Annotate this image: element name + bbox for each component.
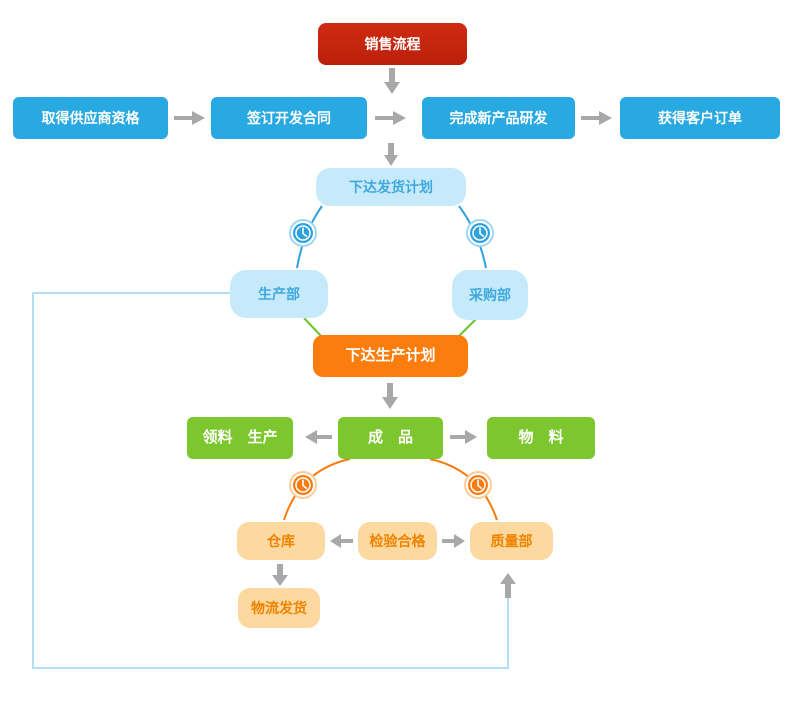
node-sales-process: 销售流程 xyxy=(318,23,467,65)
node-materials: 物 料 xyxy=(487,417,595,459)
node-inspection-passed: 检验合格 xyxy=(358,522,437,560)
clock-icon xyxy=(289,471,317,499)
node-production-plan: 下达生产计划 xyxy=(313,335,468,377)
node-purchasing-dept: 采购部 xyxy=(452,270,528,320)
node-finished-goods: 成 品 xyxy=(338,417,443,459)
node-production-dept: 生产部 xyxy=(230,270,328,318)
arrow-left-finished-picking xyxy=(305,430,332,444)
arrow-up-loop-quality xyxy=(500,573,516,598)
arrow-down-warehouse-logistics xyxy=(272,564,288,586)
arrow-right-rnd-order xyxy=(581,111,612,125)
arrow-left-inspection-warehouse xyxy=(330,534,353,548)
node-new-product-rnd: 完成新产品研发 xyxy=(422,97,575,139)
line-production-dept-to-plan xyxy=(303,317,323,338)
node-material-picking: 领料 生产 xyxy=(187,417,293,459)
line-purchasing-dept-to-plan xyxy=(457,317,478,338)
feedback-loop-line xyxy=(32,292,509,669)
node-delivery-plan: 下达发货计划 xyxy=(316,168,466,206)
arrow-right-supplier-contract xyxy=(174,111,205,125)
gray-arrows xyxy=(174,68,612,598)
arrow-right-finished-materials xyxy=(450,430,477,444)
arrow-right-contract-rnd xyxy=(375,111,406,125)
clock-icon xyxy=(464,471,492,499)
node-supplier-qualification: 取得供应商资格 xyxy=(13,97,168,139)
node-customer-order: 获得客户订单 xyxy=(620,97,780,139)
arrow-down-to-delivery-plan xyxy=(384,143,398,166)
clock-icon xyxy=(466,219,494,247)
arrow-down-sales-to-row xyxy=(384,68,400,94)
arrow-right-inspection-quality xyxy=(442,534,465,548)
clock-icon xyxy=(289,219,317,247)
arrow-down-to-finished xyxy=(382,383,398,409)
node-warehouse: 仓库 xyxy=(237,522,325,560)
node-logistics-delivery: 物流发货 xyxy=(238,588,320,628)
node-quality-dept: 质量部 xyxy=(470,522,553,560)
node-development-contract: 签订开发合同 xyxy=(211,97,367,139)
